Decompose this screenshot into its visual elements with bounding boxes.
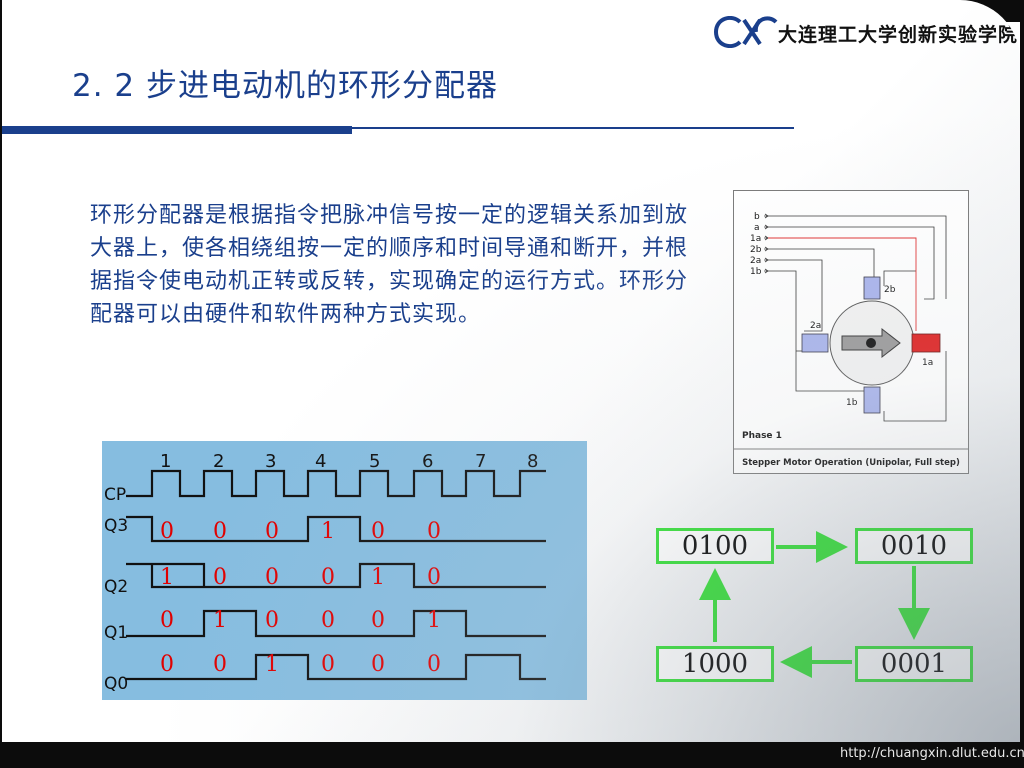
slide-canvas: 大连理工大学创新实验学院 2. 2 步进电动机的环形分配器 环形分配器是根据指令… — [2, 0, 1020, 742]
signal-label-q2: Q2 — [104, 577, 128, 597]
pulse-number: 4 — [315, 451, 326, 472]
motor-input-label: 2b — [750, 245, 762, 255]
q2-value: 1 — [371, 565, 385, 590]
q3-value: 0 — [427, 519, 441, 544]
waveform-q0 — [126, 653, 546, 681]
footer-url: http://chuangxin.dlut.edu.cn — [840, 746, 1024, 761]
q1-value: 0 — [321, 608, 335, 633]
motor-coil-1a: 1a — [911, 333, 941, 368]
motor-phase-label: Phase 1 — [742, 431, 782, 441]
pulse-number: 5 — [369, 451, 380, 472]
q3-value: 1 — [321, 519, 335, 544]
motor-wires — [764, 213, 947, 422]
q2-value: 0 — [265, 565, 279, 590]
q0-values: 0 0 1 0 0 0 — [160, 652, 441, 677]
body-paragraph: 环形分配器是根据指令把脉冲信号按一定的逻辑关系加到放大器上，使各相绕组按一定的顺… — [90, 203, 689, 327]
q2-value: 0 — [321, 565, 335, 590]
signal-label-cp: CP — [104, 485, 126, 505]
timing-pulse-numbers: 1 2 3 4 5 6 7 8 — [160, 451, 538, 472]
timing-diagram: 1 2 3 4 5 6 7 8 CP Q3 Q2 Q1 Q0 0 0 0 1 0… — [102, 441, 587, 700]
brand-name: 大连理工大学创新实验学院 — [778, 24, 1019, 46]
q1-values: 0 1 0 0 0 1 — [160, 608, 441, 633]
state-arrows — [699, 531, 930, 678]
left-frame-bar — [0, 0, 2, 768]
pulse-number: 7 — [475, 451, 486, 472]
q3-value: 0 — [371, 519, 385, 544]
motor-coil-2b: 2b — [863, 276, 896, 300]
motor-coil-1b: 1b — [846, 386, 881, 414]
q3-value: 0 — [160, 519, 174, 544]
stepper-motor-figure: b a 1a 2b 2a 1b — [733, 190, 969, 474]
state-0001: 0001 — [855, 646, 973, 682]
pulse-number: 2 — [213, 451, 224, 472]
pulse-number: 6 — [422, 451, 433, 472]
page-title: 2. 2 步进电动机的环形分配器 — [72, 68, 499, 104]
motor-coil-2a: 2a — [801, 321, 829, 353]
brand-header: 大连理工大学创新实验学院 — [714, 12, 1017, 52]
q2-value: 0 — [427, 565, 441, 590]
waveform-q1 — [126, 609, 546, 638]
title-rule-thin — [352, 127, 794, 129]
motor-input-label: b — [754, 212, 760, 222]
waveform-q2 — [126, 562, 546, 589]
q0-value: 1 — [265, 652, 279, 677]
state-1000: 1000 — [656, 646, 774, 682]
q1-value: 0 — [265, 608, 279, 633]
motor-coil-label: 2b — [884, 285, 896, 295]
motor-caption: Stepper Motor Operation (Unipolar, Full … — [742, 458, 960, 468]
motor-input-label: 1a — [750, 234, 761, 244]
state-0100: 0100 — [656, 528, 774, 564]
state-ring-diagram: 0100 0010 0001 1000 — [652, 522, 977, 692]
pulse-number: 8 — [527, 451, 538, 472]
motor-coil-label: 2a — [810, 321, 821, 331]
q0-value: 0 — [321, 652, 335, 677]
title-rule-thick — [2, 126, 352, 134]
pulse-number: 3 — [265, 451, 276, 472]
right-frame-bar — [1020, 0, 1024, 768]
signal-label-q1: Q1 — [104, 623, 128, 643]
q1-value: 1 — [213, 608, 227, 633]
q0-value: 0 — [427, 652, 441, 677]
motor-input-label: 2a — [750, 256, 761, 266]
bottom-frame-bar — [0, 742, 1024, 768]
q2-value: 0 — [213, 565, 227, 590]
motor-coil-label: 1b — [846, 398, 858, 408]
q3-value: 0 — [265, 519, 279, 544]
motor-input-label: a — [754, 223, 760, 233]
state-0010: 0010 — [855, 528, 973, 564]
signal-label-q3: Q3 — [104, 516, 128, 536]
q0-value: 0 — [213, 652, 227, 677]
motor-input-label: 1b — [750, 267, 762, 277]
q3-value: 0 — [213, 519, 227, 544]
q1-value: 0 — [371, 608, 385, 633]
signal-label-q0: Q0 — [104, 674, 128, 694]
q0-value: 0 — [160, 652, 174, 677]
q1-value: 0 — [160, 608, 174, 633]
motor-coil-label: 1a — [922, 358, 933, 368]
pulse-number: 1 — [160, 451, 171, 472]
q2-values: 1 0 0 0 1 0 — [160, 565, 441, 590]
q1-value: 1 — [427, 608, 441, 633]
q3-values: 0 0 0 1 0 0 — [160, 519, 441, 544]
waveform-q3 — [126, 515, 546, 543]
q2-value: 1 — [160, 565, 174, 590]
waveform-cp — [126, 469, 546, 498]
brand-logo-icon — [714, 16, 778, 48]
motor-input-labels: b a 1a 2b 2a 1b — [750, 212, 762, 277]
timing-waveforms — [126, 469, 546, 681]
q0-value: 0 — [371, 652, 385, 677]
